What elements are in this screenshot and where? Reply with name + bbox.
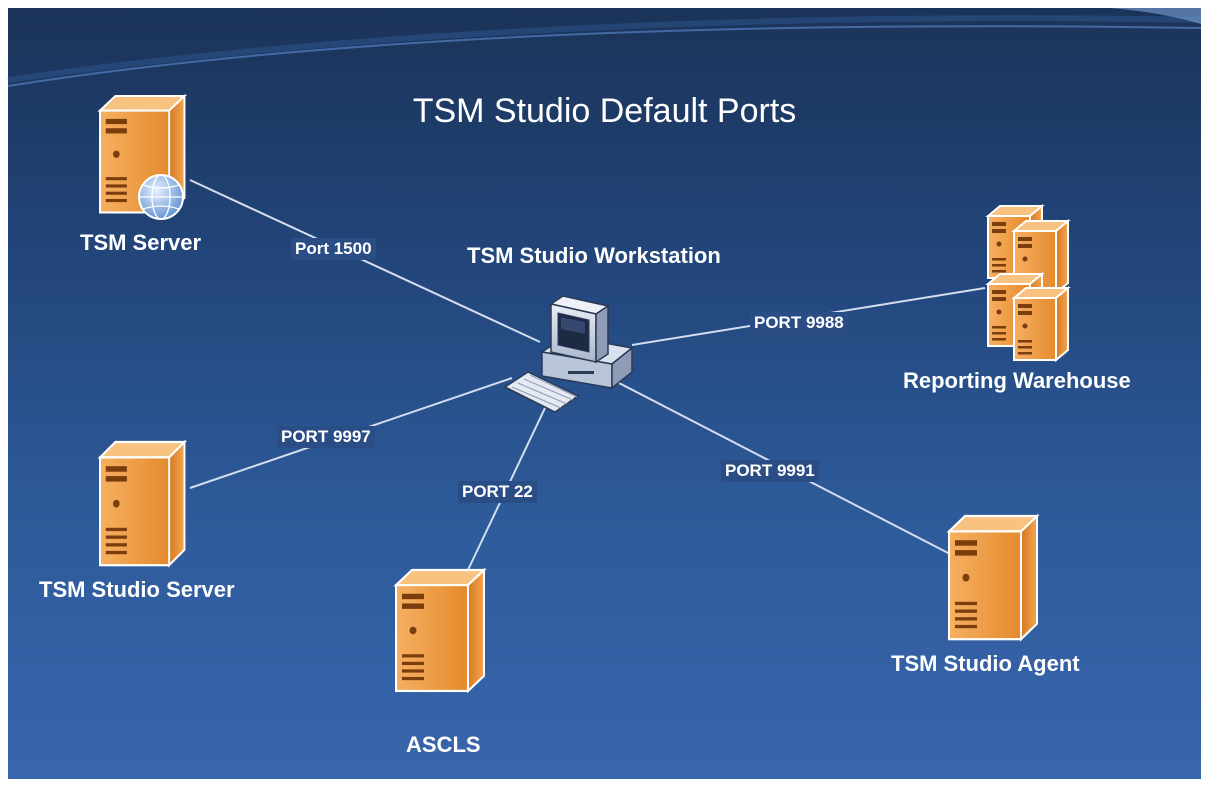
- port-label-1500: Port 1500: [291, 238, 376, 260]
- studio-server-icon: [98, 440, 186, 567]
- workstation-icon: [503, 295, 634, 413]
- port-label-9988: PORT 9988: [750, 312, 848, 334]
- page-title: TSM Studio Default Ports: [412, 92, 797, 130]
- port-label-22: PORT 22: [458, 481, 537, 503]
- server-cluster-icon: [987, 205, 1069, 361]
- port-label-9997: PORT 9997: [277, 426, 375, 448]
- ascls-server-icon: [394, 568, 486, 693]
- decorative-swoosh-shadow: [7, 15, 1202, 83]
- decorative-swoosh: [7, 25, 1202, 87]
- node-label-ascls: ASCLS: [406, 732, 481, 757]
- slide-background: [8, 8, 1201, 779]
- node-label-workstation: TSM Studio Workstation: [467, 243, 721, 268]
- port-label-9991: PORT 9991: [721, 460, 819, 482]
- studio-agent-server-icon: [947, 514, 1039, 641]
- node-label-reporting-warehouse: Reporting Warehouse: [903, 368, 1131, 393]
- connector-tsm-server: [189, 179, 541, 343]
- node-label-tsm-server: TSM Server: [80, 230, 202, 255]
- node-label-studio-agent: TSM Studio Agent: [891, 651, 1080, 676]
- decorative-corner: [1110, 8, 1201, 24]
- node-label-studio-server: TSM Studio Server: [39, 577, 235, 602]
- tsm-server-icon: [98, 94, 186, 220]
